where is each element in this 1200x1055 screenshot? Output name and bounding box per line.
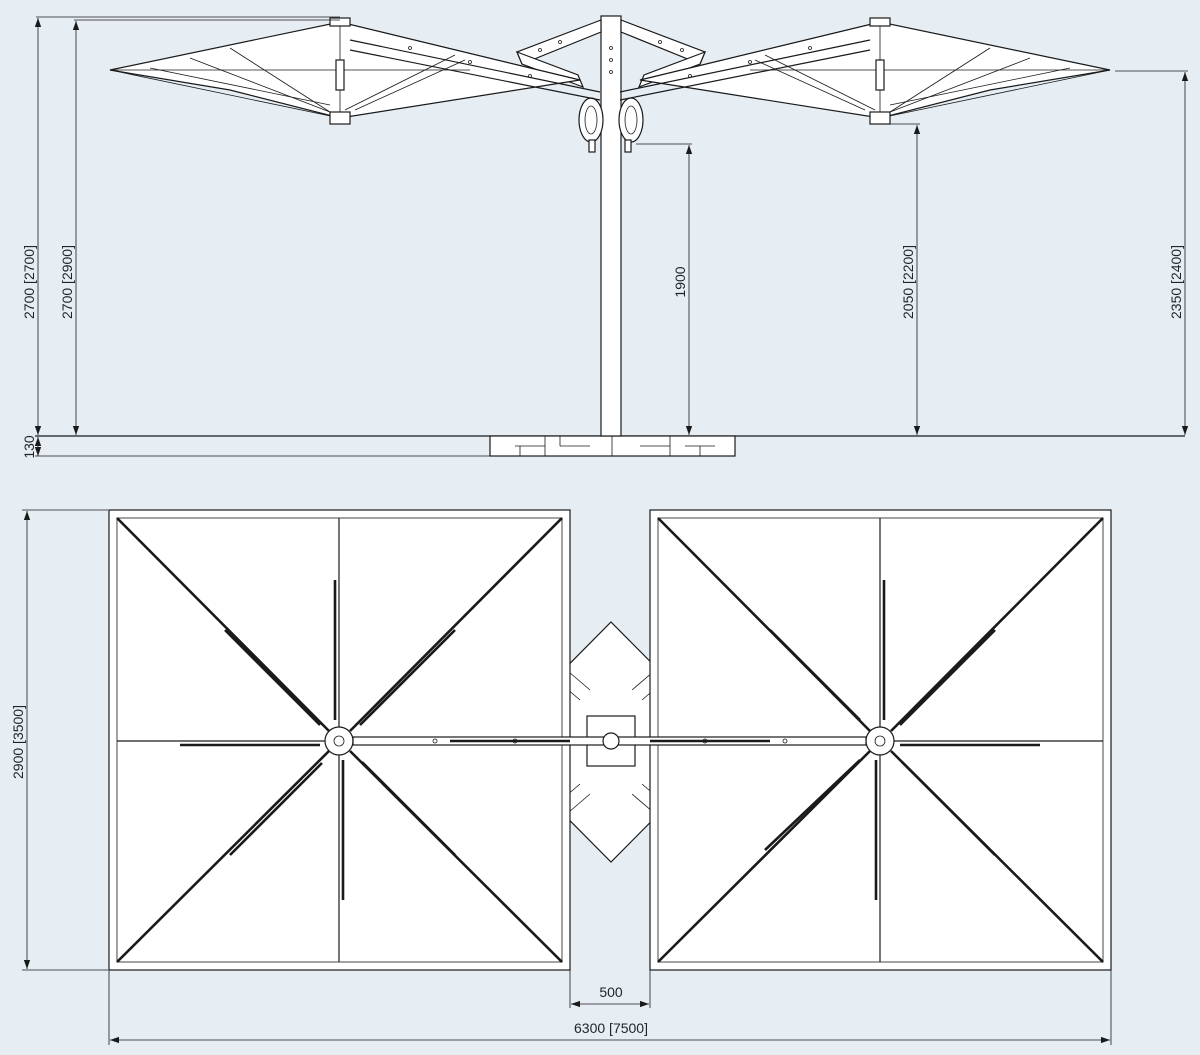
left-canopy-side [109,17,601,125]
base-weights [489,435,736,457]
dim-overall-width: 6300 [7500] [108,970,1112,1045]
side-elevation-view: 2700 [2700] 130 2700 [2900] 1900 2050 [2… [21,15,1189,459]
dim-overall-height: 2700 [2700] 130 [21,16,340,459]
canopy-depth-label: 2900 [3500] [10,705,26,779]
canopy-hub-height-label: 2050 [2200] [900,245,916,319]
connecting-arms [352,732,867,750]
canopy-top-height-label: 2700 [2900] [59,245,75,319]
dim-arm-clearance: 1900 [636,143,693,435]
dim-canopy-top-height: 2700 [2900] [59,19,340,435]
right-canopy-top [649,509,1112,971]
top-plan-view: 2900 [3500] 500 6300 [7500] [10,509,1112,1045]
dim-gap: 500 [569,970,651,1008]
central-pole [600,15,622,437]
base-height-label: 130 [21,435,37,459]
arm-clearance-label: 1900 [672,266,688,297]
dim-canopy-hub-height: 2050 [2200] [888,123,921,435]
crank-handle-icon [578,97,644,153]
canopy-edge-height-label: 2350 [2400] [1168,245,1184,319]
overall-width-label: 6300 [7500] [574,1020,648,1036]
gap-label: 500 [599,984,623,1000]
right-canopy-side [619,17,1111,125]
overall-height-label: 2700 [2700] [21,245,37,319]
dim-canopy-depth: 2900 [3500] [10,509,108,971]
dim-canopy-edge-height: 2350 [2400] [1115,70,1189,435]
